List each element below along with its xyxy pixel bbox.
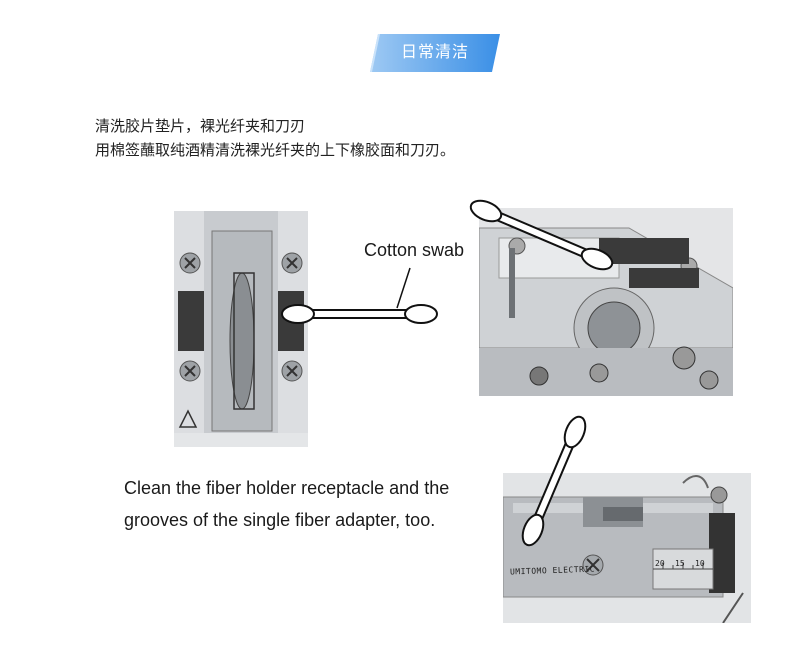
caption-text: Clean the fiber holder receptacle and th… bbox=[124, 478, 450, 530]
banner-shape bbox=[370, 34, 500, 72]
section-banner: 日常清洁 bbox=[370, 34, 500, 72]
intro-line-1: 清洗胶片垫片，裸光纤夹和刀刃 bbox=[95, 117, 306, 135]
cotton-swab-label: Cotton swab bbox=[364, 240, 465, 260]
scale-label-15: 15 bbox=[675, 559, 685, 568]
photo-fiber-holder bbox=[174, 211, 308, 447]
photo-fiber-adapter: 20 15 10 bbox=[503, 473, 751, 623]
scale-label-10: 10 bbox=[695, 559, 705, 568]
banner-title: 日常清洁 bbox=[400, 44, 469, 61]
intro-line-2: 用棉签蘸取纯酒精清洗裸光纤夹的上下橡胶面和刀刃。 bbox=[95, 141, 456, 159]
swab-pointer-line bbox=[396, 267, 411, 309]
scale-label-20: 20 bbox=[655, 559, 665, 568]
intro-text: 清洗胶片垫片，裸光纤夹和刀刃 用棉签蘸取纯酒精清洗裸光纤夹的上下橡胶面和刀刃。 bbox=[95, 114, 715, 162]
photo-splicer-top bbox=[479, 208, 733, 396]
